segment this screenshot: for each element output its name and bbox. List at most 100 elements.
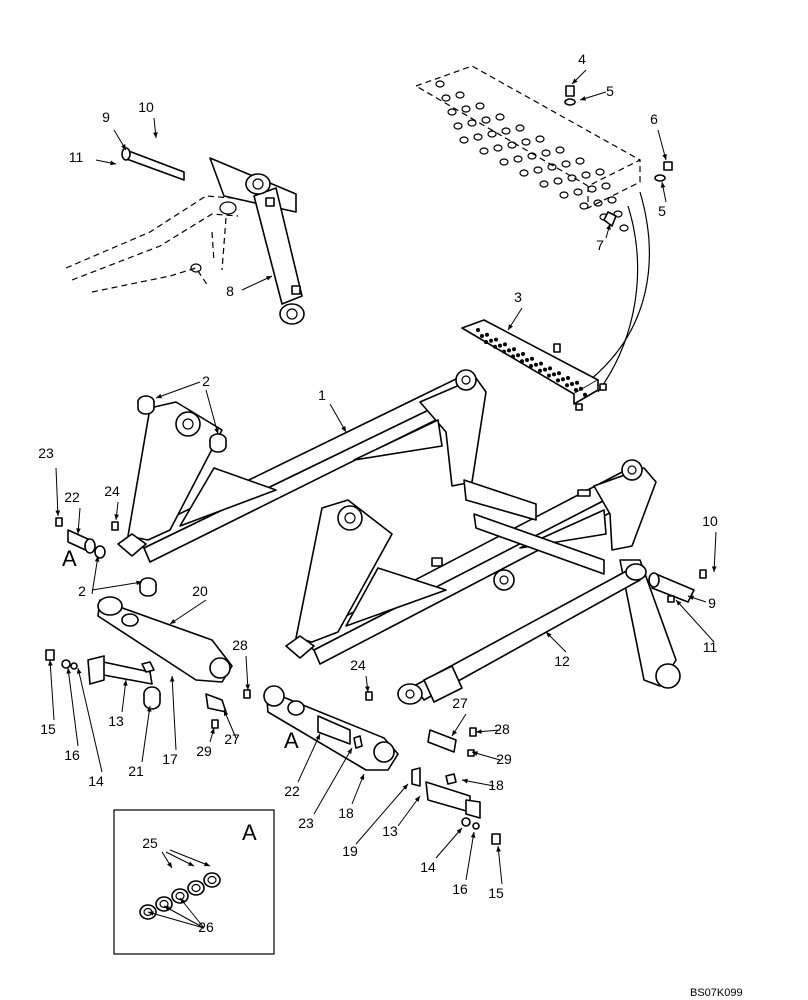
tread-hole (476, 328, 480, 332)
leader-line-c14b (435, 827, 463, 859)
leader-arrowhead-c5a (580, 96, 586, 101)
plate-hole (559, 191, 569, 199)
leader-line-c26 (163, 905, 205, 929)
leader-arrowhead-c13a (122, 680, 128, 686)
callout-c9b: 9 (708, 595, 716, 611)
leader-line-c16b (465, 831, 475, 881)
leader-arrowhead-c24b (364, 686, 370, 692)
leader-arrowhead-c6 (662, 154, 667, 160)
leader-arrowhead-c11a (110, 160, 116, 166)
plate-hole (441, 94, 451, 102)
callout-c16b: 16 (452, 881, 468, 897)
plate-hole (499, 158, 509, 166)
tread-hole (529, 364, 533, 368)
leader-arrowhead-c15a (48, 660, 53, 666)
plate-hole (461, 105, 471, 113)
tread-hole (502, 349, 506, 354)
callout-c19: 19 (342, 843, 358, 859)
plate-hole (539, 180, 549, 188)
callout-c15a: 15 (40, 721, 56, 737)
callout-c24a: 24 (104, 483, 120, 499)
callout-leaders (48, 69, 717, 929)
plate-hole (519, 169, 529, 177)
leader-arrowhead-c12 (546, 632, 552, 638)
tread-hole (552, 372, 556, 377)
tread-hole (530, 356, 534, 361)
tread-hole (574, 388, 578, 392)
tread-hole (575, 380, 579, 385)
callout-c24b: 24 (350, 657, 366, 673)
plate-hole (573, 188, 583, 196)
callout-c29b: 29 (496, 751, 512, 767)
callout-c11b: 11 (703, 639, 718, 655)
leader-arrowhead-c11b (676, 600, 682, 606)
leader-arrowhead-c5b (660, 182, 666, 188)
callout-c21: 21 (128, 763, 144, 779)
plate-hole (553, 177, 563, 185)
leader-arrowhead-c20 (170, 618, 176, 624)
tread-hole (548, 366, 552, 371)
plate-hole (619, 224, 629, 232)
leader-arrowhead-c18b (462, 778, 468, 784)
plate-hole (487, 130, 497, 138)
leader-line-c23b (313, 747, 353, 815)
callout-c8: 8 (226, 283, 234, 299)
link-18 (263, 685, 399, 771)
leader-line-c28a (245, 655, 249, 691)
leader-line-c20 (169, 599, 207, 625)
leader-arrowhead-c22b (315, 734, 320, 740)
tread-hole (512, 347, 516, 352)
leader-line-c11b (675, 599, 715, 643)
callout-c14a: 14 (88, 773, 104, 789)
callout-c10a: 10 (138, 99, 154, 115)
tread-hole (557, 371, 561, 376)
tread-hole (493, 344, 497, 349)
leader-arrowhead-c9b (688, 595, 694, 600)
bushings (137, 395, 227, 597)
leader-line-c14a (77, 667, 103, 773)
detail-box-a (113, 809, 275, 955)
leader-line-c23a (55, 467, 59, 517)
leader-line-c17 (171, 675, 177, 751)
leader-arrowhead-c27b (452, 730, 457, 736)
leader-arrowhead-c28b (476, 729, 482, 734)
plate-hole (593, 199, 603, 207)
callout-c17: 17 (162, 751, 178, 767)
plate-hole (541, 149, 551, 157)
leader-arrowhead-c25 (188, 861, 194, 866)
plate-hole (459, 136, 469, 144)
plate-hole (455, 91, 465, 99)
tread-hole (525, 358, 529, 362)
plate-hole (535, 135, 545, 143)
callout-c14b: 14 (420, 859, 436, 875)
plate-hole (507, 141, 517, 149)
leader-arrowhead-c21 (146, 706, 152, 712)
leader-arrowhead-c25 (167, 862, 172, 868)
pin-27-right (411, 729, 501, 845)
tread-hole (534, 362, 538, 367)
leader-line-c19 (355, 783, 409, 845)
tread-hole (484, 340, 488, 344)
tread-hole (520, 359, 524, 364)
tread-hole (565, 383, 569, 388)
callout-c23a: 23 (38, 445, 54, 461)
leader-arrowhead-c2a (214, 428, 219, 434)
tread-hole (543, 367, 547, 372)
leader-arrowhead-c24a (114, 514, 119, 520)
callout-c18b: 18 (488, 777, 504, 793)
tread-hole (511, 354, 515, 359)
plate-hole (555, 146, 565, 154)
callout-c29a: 29 (196, 743, 212, 759)
leader-arrowhead-c16b (470, 832, 476, 838)
leader-arrowhead-c7 (606, 224, 611, 230)
leader-arrowhead-c28a (245, 684, 251, 690)
callout-c22b: 22 (284, 783, 300, 799)
leader-arrowhead-c1 (341, 426, 346, 432)
leader-line-c13b (397, 795, 421, 827)
plate-hole (495, 113, 505, 121)
tread-hole (566, 376, 570, 380)
leader-arrowhead-c9a (121, 144, 126, 150)
callout-c12: 12 (554, 653, 570, 669)
plate-hole (473, 133, 483, 141)
tread-hole (570, 382, 574, 386)
